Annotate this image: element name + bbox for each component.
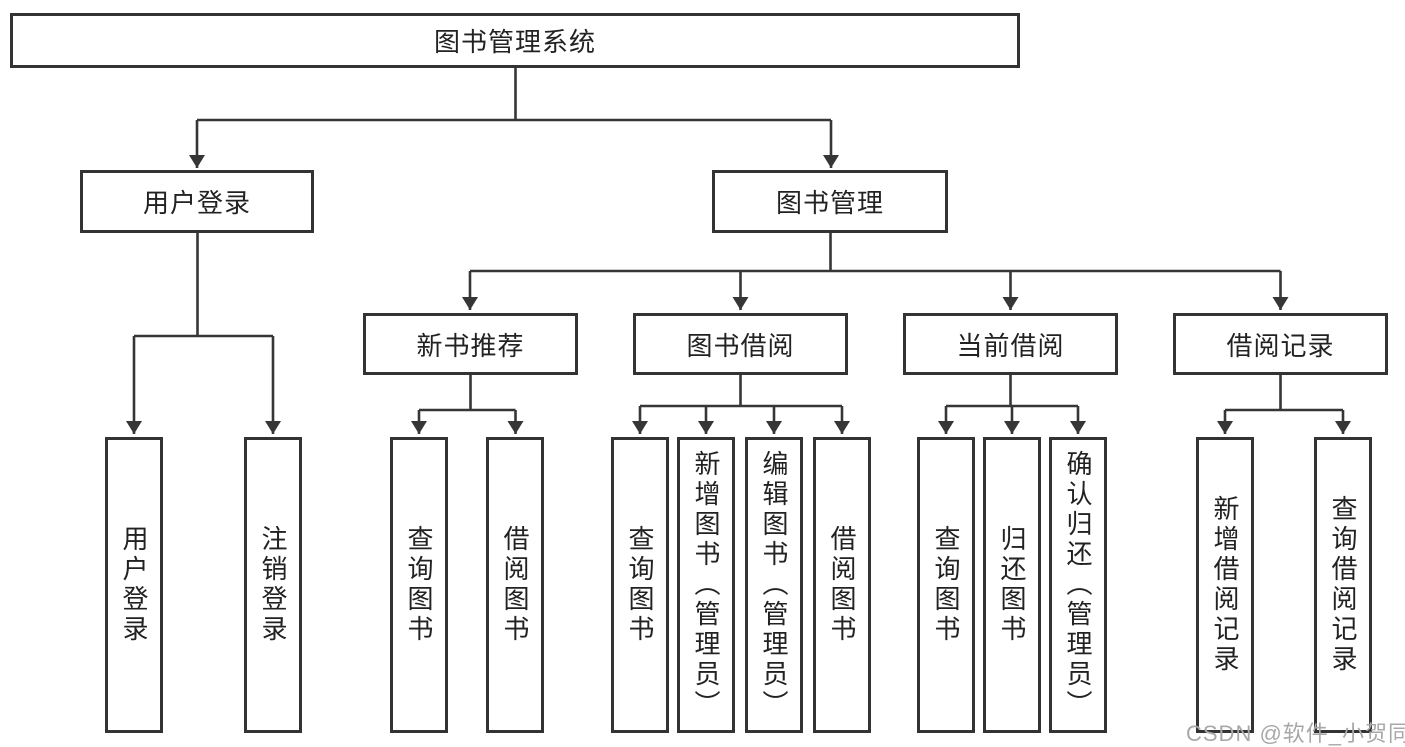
node-book-borrow: 图书借阅 [633, 313, 848, 375]
node-book-mgmt-branch: 图书管理 [712, 170, 948, 233]
node-current-borrow: 当前借阅 [903, 313, 1118, 375]
node-borrow-record-label: 借阅记录 [1226, 330, 1335, 361]
node-current-borrow-label: 当前借阅 [956, 330, 1065, 361]
node-user-login-branch: 用户登录 [80, 170, 314, 233]
watermark: CSDN @软件_小贺同学 [1186, 721, 1405, 746]
node-new-book-label: 新书推荐 [416, 330, 525, 361]
leaf-bb-borrow-book: 借阅图书 [813, 437, 871, 733]
leaf-nb-query-book: 查询图书 [390, 437, 448, 733]
leaf-cb-query-book-label: 查询图书 [931, 525, 961, 645]
node-root-label: 图书管理系统 [433, 27, 596, 57]
leaf-br-add-record-label: 新增借阅记录 [1210, 495, 1240, 675]
connector-current-borrow-split [946, 375, 1078, 408]
connector-new-book-split [419, 375, 516, 412]
connector-user-login-split [134, 233, 273, 338]
connector-root-split [197, 68, 831, 122]
node-book-borrow-label: 图书借阅 [686, 330, 795, 361]
leaf-br-query-record-label: 查询借阅记录 [1328, 495, 1358, 675]
connector-book-borrow-split [640, 375, 842, 408]
leaf-bb-borrow-book-label: 借阅图书 [827, 525, 857, 645]
leaf-user-login: 用户登录 [105, 437, 163, 733]
node-new-book: 新书推荐 [363, 313, 578, 375]
connector-borrow-record-split [1225, 375, 1343, 412]
leaf-logout: 注销登录 [244, 437, 302, 733]
leaf-user-login-label: 用户登录 [119, 525, 149, 645]
leaf-bb-query-book-label: 查询图书 [625, 525, 655, 645]
leaf-bb-query-book: 查询图书 [611, 437, 669, 733]
leaf-nb-borrow-book-label: 借阅图书 [500, 525, 530, 645]
leaf-br-add-record: 新增借阅记录 [1196, 437, 1254, 733]
node-borrow-record: 借阅记录 [1173, 313, 1388, 375]
leaf-cb-query-book: 查询图书 [917, 437, 975, 733]
leaf-bb-edit-book-admin-label: 编辑图书（管理员） [759, 450, 789, 720]
node-user-login-branch-label: 用户登录 [142, 188, 251, 218]
leaf-bb-edit-book-admin: 编辑图书（管理员） [745, 437, 803, 733]
node-root: 图书管理系统 [10, 13, 1020, 68]
leaf-br-query-record: 查询借阅记录 [1314, 437, 1372, 733]
leaf-cb-return-book-label: 归还图书 [997, 525, 1027, 645]
connector-book-mgmt-split [470, 233, 1281, 273]
leaf-cb-return-book: 归还图书 [983, 437, 1041, 733]
leaf-nb-borrow-book: 借阅图书 [486, 437, 544, 733]
leaf-nb-query-book-label: 查询图书 [404, 525, 434, 645]
leaf-logout-label: 注销登录 [258, 525, 288, 645]
leaf-cb-confirm-return-admin-label: 确认归还（管理员） [1063, 450, 1093, 720]
leaf-bb-add-book-admin-label: 新增图书（管理员） [691, 450, 721, 720]
node-book-mgmt-branch-label: 图书管理 [775, 188, 884, 218]
leaf-bb-add-book-admin: 新增图书（管理员） [677, 437, 735, 733]
leaf-cb-confirm-return-admin: 确认归还（管理员） [1049, 437, 1107, 733]
